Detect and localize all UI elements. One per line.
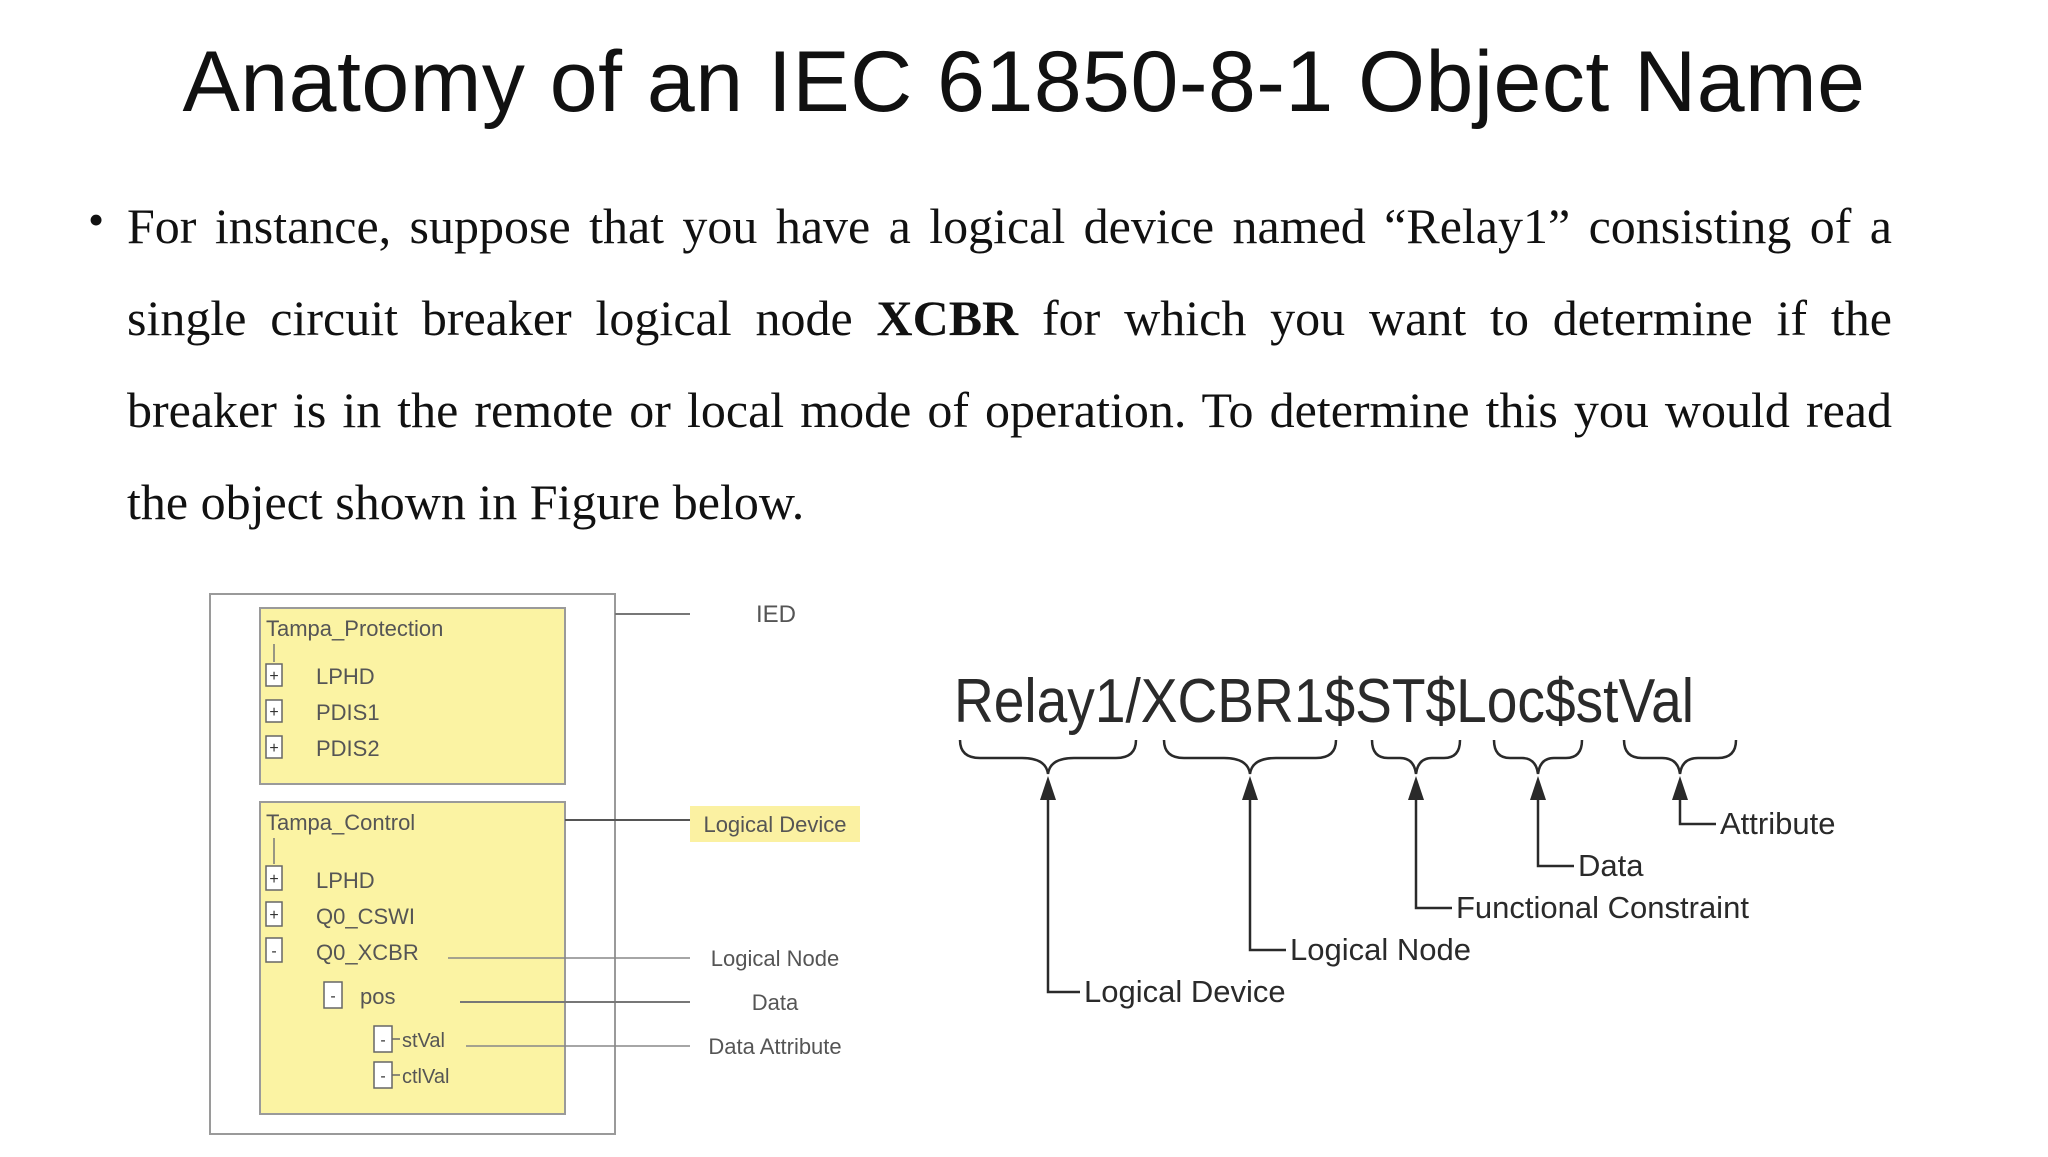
device2-node-label: LPHD xyxy=(316,868,375,893)
svg-text:-: - xyxy=(380,1032,385,1049)
callout-data-attribute: Data Attribute xyxy=(708,1034,841,1059)
device2-node-label: Q0_CSWI xyxy=(316,904,415,929)
paragraph-bold-term: XCBR xyxy=(876,290,1019,346)
leader-logical-node xyxy=(1248,788,1286,952)
callout-data: Data xyxy=(752,990,799,1015)
label-logical-device: Logical Device xyxy=(1084,974,1286,1009)
brace-attribute xyxy=(1622,739,1738,775)
device1-node-label: PDIS1 xyxy=(316,700,380,725)
part-slash: / xyxy=(1125,667,1141,736)
device1-name: Tampa_Protection xyxy=(266,616,443,641)
device1-node-3: + PDIS2 xyxy=(265,735,380,761)
callout-logical-node: Logical Node xyxy=(711,946,839,971)
part-loc: Loc xyxy=(1456,667,1545,736)
data-pos-label: pos xyxy=(360,984,395,1009)
part-dollar: $ xyxy=(1324,667,1355,736)
attr-ctlval-node: - ctlVal xyxy=(373,1061,449,1089)
label-functional-constraint: Functional Constraint xyxy=(1456,890,1749,925)
leader-functional-constraint xyxy=(1414,788,1452,910)
arrowhead-logical-node xyxy=(1242,776,1258,800)
callout-ied: IED xyxy=(756,601,796,628)
svg-text:+: + xyxy=(269,871,278,888)
brace-logical-device xyxy=(958,739,1138,775)
arrowhead-logical-device xyxy=(1040,776,1056,800)
object-name-string: Relay1/XCBR1$ST$Loc$stVal xyxy=(954,667,1694,736)
device1-node-2: + PDIS1 xyxy=(265,699,380,725)
bullet-paragraph: For instance, suppose that you have a lo… xyxy=(127,180,1892,548)
ied-tree-figure: IED Tampa_Protection + LPHD + PDIS1 + PD… xyxy=(198,570,898,1152)
part-relay1: Relay1 xyxy=(954,667,1125,736)
device1-box xyxy=(259,607,566,785)
attr-ctlval-label: ctlVal xyxy=(402,1066,449,1088)
attr-stval-label: stVal xyxy=(402,1030,445,1052)
svg-text:+: + xyxy=(269,668,278,685)
label-data: Data xyxy=(1578,848,1644,883)
device1-node-label: LPHD xyxy=(316,664,375,689)
device1-node-label: PDIS2 xyxy=(316,736,380,761)
arrowhead-data xyxy=(1530,776,1546,800)
svg-text:+: + xyxy=(269,740,278,757)
arrowhead-attribute xyxy=(1672,776,1688,800)
svg-text:+: + xyxy=(269,907,278,924)
device2-node-label: Q0_XCBR xyxy=(316,940,419,965)
leader-data xyxy=(1536,788,1574,868)
device2-name: Tampa_Control xyxy=(266,810,415,835)
brace-functional-constraint xyxy=(1370,739,1462,775)
brace-logical-node xyxy=(1162,739,1338,775)
svg-text:-: - xyxy=(380,1068,385,1085)
part-st: ST xyxy=(1355,667,1425,736)
device2-node-1: + LPHD xyxy=(265,865,375,893)
part-stval: stVal xyxy=(1576,667,1694,736)
svg-text:+: + xyxy=(269,704,278,721)
slide-title: Anatomy of an IEC 61850-8-1 Object Name xyxy=(182,34,1866,130)
paragraph-text-after: for which you want to determine if the b… xyxy=(127,290,1892,530)
arrowhead-functional-constraint xyxy=(1408,776,1424,800)
svg-text:-: - xyxy=(330,988,335,1005)
data-pos-node: - pos xyxy=(323,981,395,1009)
part-xcbr1: XCBR1 xyxy=(1141,667,1325,736)
label-logical-node: Logical Node xyxy=(1290,932,1471,967)
label-attribute: Attribute xyxy=(1720,806,1835,841)
device1-node-1: + LPHD xyxy=(265,663,375,689)
attr-stval-node: - stVal xyxy=(373,1025,445,1053)
bullet-marker: • xyxy=(88,194,105,245)
part-dollar: $ xyxy=(1426,667,1457,736)
paragraph-text-before: For instance, suppose that you have a lo… xyxy=(127,198,1892,346)
device2-node-2: + Q0_CSWI xyxy=(265,901,415,929)
brace-data xyxy=(1492,739,1584,775)
device2-node-3: - Q0_XCBR xyxy=(265,937,419,965)
callout-logical-device: Logical Device xyxy=(703,812,846,837)
leader-logical-device xyxy=(1046,788,1080,994)
part-dollar: $ xyxy=(1545,667,1576,736)
logical-device-highlight xyxy=(690,806,860,842)
object-name-figure: Relay1/XCBR1$ST$Loc$stVal Logical Device… xyxy=(930,640,1930,1060)
svg-text:-: - xyxy=(271,943,276,960)
